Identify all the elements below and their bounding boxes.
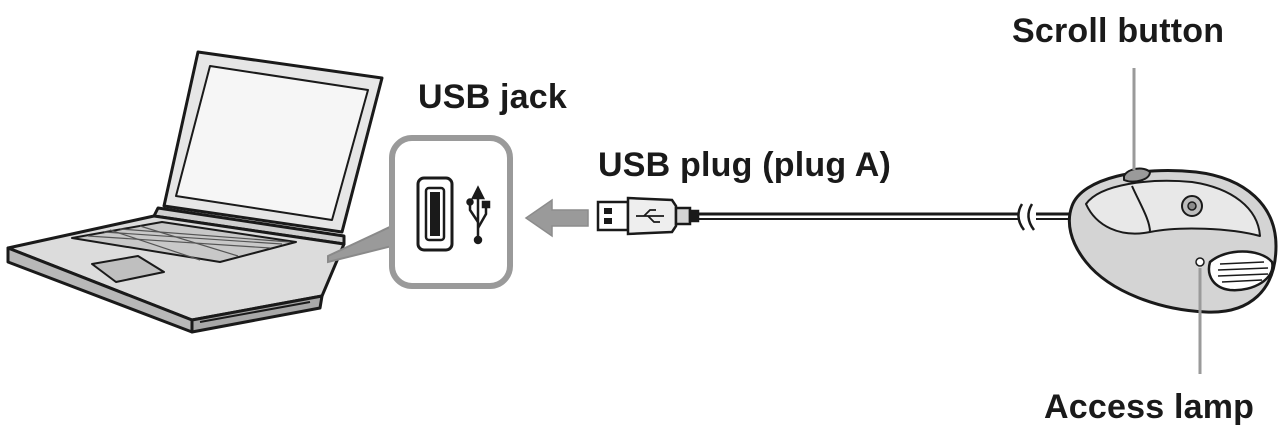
cable — [698, 203, 1076, 231]
laptop-icon — [6, 50, 384, 334]
usb-symbol-icon — [466, 185, 491, 245]
usb-jack-callout — [327, 135, 513, 289]
usb-jack-label: USB jack — [418, 78, 568, 116]
access-lamp-label: Access lamp — [1044, 388, 1255, 426]
mouse-icon — [1067, 167, 1278, 314]
usb-port-icon — [416, 176, 454, 252]
scroll-button-label: Scroll button — [1012, 12, 1225, 50]
usb-plug-icon — [596, 196, 700, 236]
arrow-left-icon — [524, 198, 589, 238]
usb-plug-label: USB plug (plug A) — [598, 146, 891, 184]
access-lamp-icon — [1195, 257, 1205, 267]
scroll-button-icon — [1123, 167, 1151, 183]
